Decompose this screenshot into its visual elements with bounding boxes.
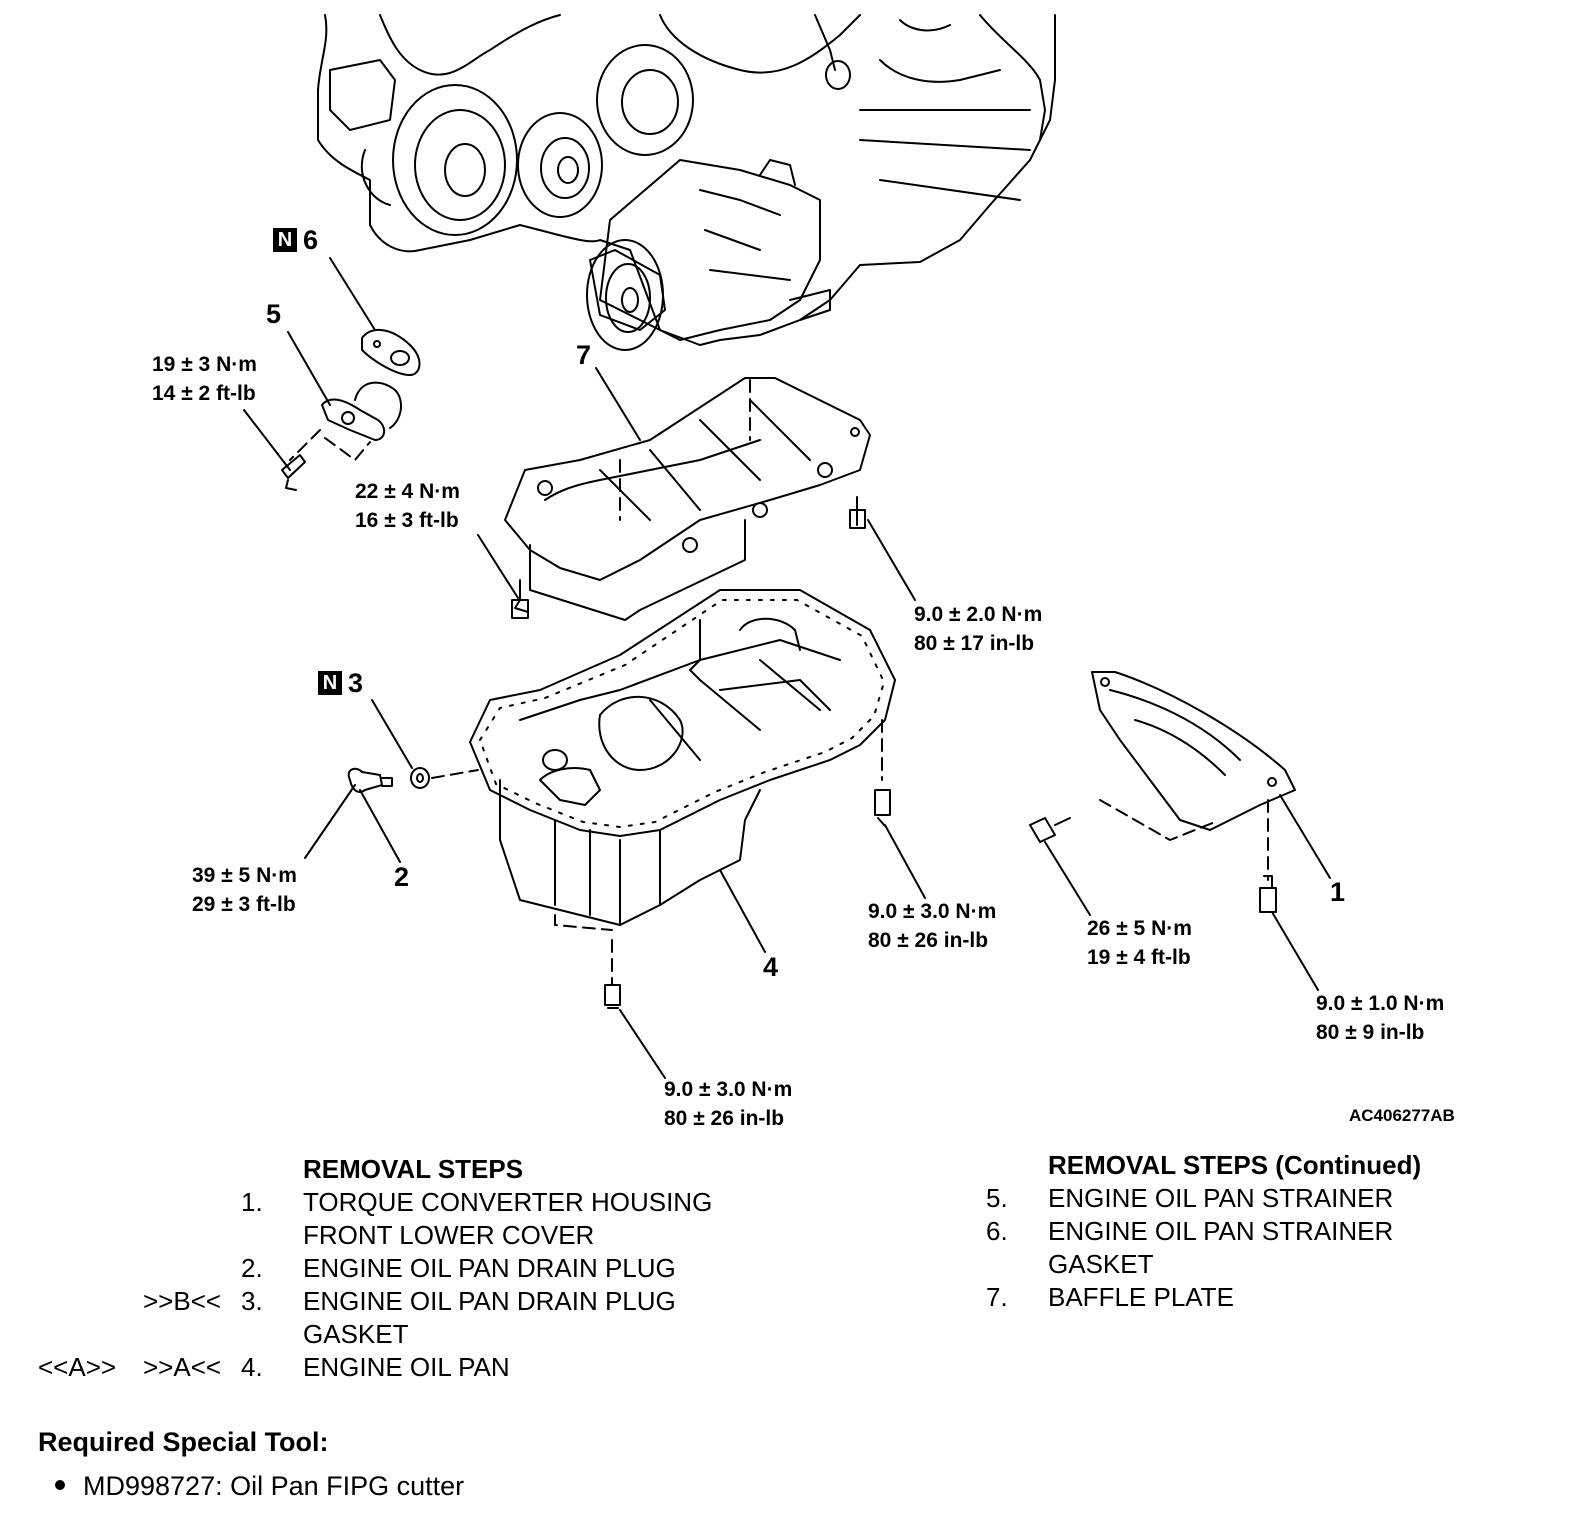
figure-id: AC406277AB [1349, 1106, 1455, 1125]
step-item: 6. ENGINE OIL PAN STRAINER [986, 1216, 1394, 1246]
reference-mark: <<A>> [38, 1352, 117, 1382]
exploded-view-diagram [243, 14, 1331, 1079]
strainer-gasket-part-6 [361, 329, 421, 376]
reference-mark: >>B<< [143, 1286, 222, 1316]
step-item-continued: GASKET [1048, 1249, 1154, 1279]
reference-mark: >>A<< [143, 1352, 222, 1382]
strainer-part-5 [281, 381, 402, 491]
step-item-continued: FRONT LOWER COVER [303, 1220, 595, 1250]
oil-pan-part-4 [469, 589, 896, 1009]
special-tool-title: Required Special Tool: [38, 1427, 329, 1457]
drain-plug-part-2 [347, 767, 479, 793]
step-item-continued: GASKET [303, 1319, 409, 1349]
step-item: 1. TORQUE CONVERTER HOUSING [241, 1187, 713, 1217]
callout-7: 7 [576, 340, 592, 370]
converter-cover-part-1 [1029, 671, 1296, 913]
step-item: >>B<< 3. ENGINE OIL PAN DRAIN PLUG [143, 1286, 676, 1316]
engine-block [317, 14, 1056, 351]
callout-1: 1 [1330, 877, 1346, 907]
step-item: 2. ENGINE OIL PAN DRAIN PLUG [241, 1253, 676, 1283]
new-part-marker: N [273, 228, 297, 252]
callout-2: 2 [394, 862, 410, 892]
leader-lines [243, 257, 1331, 1079]
callout-5: 5 [266, 299, 282, 329]
step-item: 5. ENGINE OIL PAN STRAINER [986, 1183, 1394, 1213]
bullet-icon [55, 1480, 65, 1490]
removal-steps: REMOVAL STEPS 1. TORQUE CONVERTER HOUSIN… [38, 1153, 713, 1384]
removal-steps-continued: REMOVAL STEPS (Continued) 5. ENGINE OIL … [986, 1149, 1422, 1314]
step-item: <<A>> >>A<< 4. ENGINE OIL PAN [38, 1352, 510, 1382]
removal-steps-continued-title: REMOVAL STEPS (Continued) [1048, 1150, 1422, 1180]
new-part-marker: N [318, 671, 342, 695]
baffle-plate-part-7 [504, 377, 871, 621]
step-item: 7. BAFFLE PLATE [986, 1282, 1234, 1312]
removal-steps-title: REMOVAL STEPS [303, 1154, 524, 1184]
special-tool-item: MD998727: Oil Pan FIPG cutter [55, 1471, 464, 1502]
callout-4: 4 [763, 952, 779, 982]
